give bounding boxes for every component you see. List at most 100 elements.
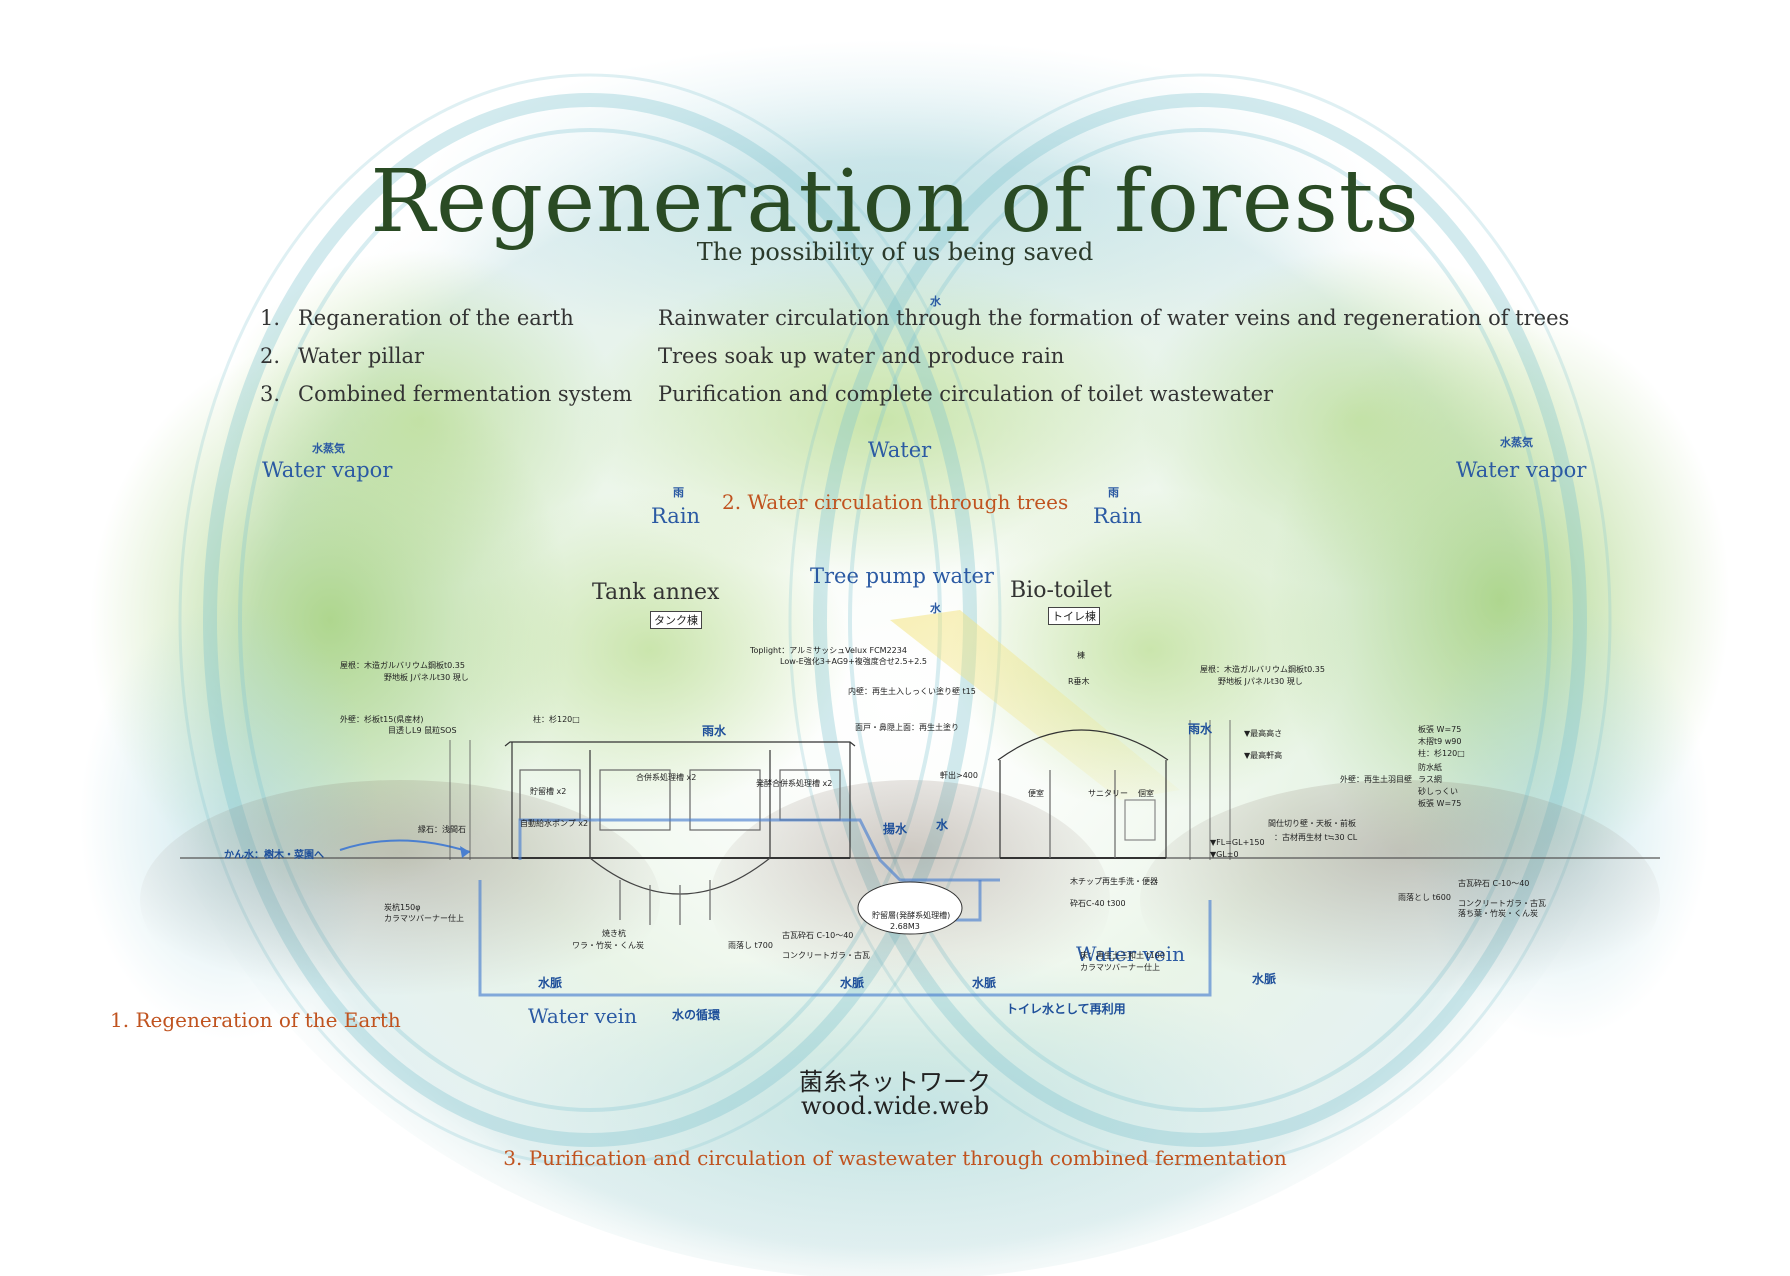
note: 砕石C-40 t300 [1070, 899, 1126, 908]
vapor-right-label: Water vapor [1456, 458, 1587, 482]
note: 焼き杭 [602, 929, 626, 938]
page-title: Regeneration of forests [370, 152, 1420, 252]
bio-toilet-label: Bio-toilet [1010, 578, 1112, 603]
list-item-number: 3. [260, 382, 281, 406]
tree-pump-label: Tree pump water [810, 564, 994, 588]
note: 古瓦砕石 C-10〜40 [782, 931, 854, 940]
note: 落ち葉・竹炭・くん炭 [1458, 909, 1538, 918]
note: 防水紙 [1418, 763, 1442, 772]
note: 屋根：木造ガルバリウム鋼板t0.35 [340, 661, 465, 670]
tree-pump-jp: 水 [930, 602, 941, 615]
water-label: Water [868, 438, 932, 462]
note: 合併系処理槽 x2 [636, 773, 697, 782]
note: ラス網 [1418, 775, 1442, 784]
note: 床：再生土三和土 t100 [1080, 951, 1165, 960]
pump-water-jp: 揚水 [883, 822, 908, 836]
vapor-left-label: Water vapor [262, 458, 393, 482]
purification-label: 3. Purification and circulation of waste… [503, 1146, 1287, 1170]
subtitle-water-jp: 水 [930, 295, 941, 308]
note: 貯留槽 x2 [530, 787, 567, 796]
note: カラマツバーナー仕上 [1080, 963, 1160, 972]
note: 2.68M3 [890, 922, 920, 931]
note: ▼最高高さ [1244, 729, 1283, 738]
note: 内壁：再生土入しっくい塗り壁 t15 [848, 687, 976, 696]
note: 雨落し t700 [728, 941, 773, 950]
circulation-jp: 水の循環 [672, 1008, 721, 1022]
note: 柱：杉120□ [1418, 749, 1465, 758]
note: サニタリー [1088, 789, 1128, 798]
note: ：古材再生材 t≒30 CL [1274, 833, 1358, 842]
vein-jp-4: 水脈 [1252, 972, 1277, 986]
note: ▼最高軒高 [1244, 751, 1283, 760]
note: 自動給水ポンプ x2 [520, 819, 589, 828]
note: カラマツバーナー仕上 [384, 914, 464, 923]
note: 縁石：浅間石 [418, 825, 466, 834]
note: 古瓦砕石 C-10〜40 [1458, 879, 1530, 888]
rain-right-jp: 雨 [1108, 486, 1119, 499]
list-item-desc: Purification and complete circulation of… [658, 382, 1274, 406]
vapor-left-jp: 水蒸気 [312, 442, 345, 455]
rainwater-right-jp: 雨水 [1188, 722, 1213, 736]
note: 棟 [1077, 651, 1085, 660]
reuse-jp: トイレ水として再利用 [1006, 1002, 1126, 1016]
note: 炭杭150φ [384, 903, 421, 912]
list-item-number: 1. [260, 306, 281, 330]
note: Toplight：アルミサッシュVelux FCM2234 [750, 646, 907, 655]
note: 目透しL9 鼠粒SOS [388, 726, 457, 735]
list-item-desc: Trees soak up water and produce rain [658, 344, 1065, 368]
bio-toilet-jp-tag: トイレ棟 [1048, 607, 1100, 625]
note: 個室 [1138, 789, 1154, 798]
vein-jp-1: 水脈 [538, 976, 563, 990]
rain-left-jp: 雨 [673, 486, 684, 499]
note: 板張 W=75 [1418, 799, 1462, 808]
network-jp-label: 菌糸ネットワーク [799, 1068, 991, 1096]
note: 貯留層(発酵系処理槽) [872, 911, 951, 920]
vapor-right-jp: 水蒸気 [1500, 436, 1533, 449]
note: コンクリートガラ・古瓦 [1458, 899, 1546, 908]
note: 雨落とし t600 [1398, 893, 1451, 902]
note: 便室 [1028, 789, 1044, 798]
list-item-number: 2. [260, 344, 281, 368]
network-en-label: wood.wide.web [801, 1092, 989, 1120]
note: R垂木 [1068, 677, 1090, 686]
circulation-trees-label: 2. Water circulation through trees [722, 490, 1069, 514]
note: 野地板 Jパネルt30 現し [1218, 677, 1303, 686]
note: 砂しっくい [1418, 787, 1458, 796]
regeneration-earth-label: 1. Regeneration of the Earth [110, 1008, 401, 1032]
note: 板張 W=75 [1418, 725, 1462, 734]
rain-right-label: Rain [1093, 504, 1143, 528]
rain-left-label: Rain [651, 504, 701, 528]
list-item-name: Water pillar [298, 344, 425, 368]
note: 面戸・鼻隠上面：再生土塗り [855, 723, 959, 732]
vein-jp-2: 水脈 [840, 976, 865, 990]
note: ▼FL=GL+150 [1210, 838, 1265, 847]
tank-annex-jp-tag: タンク棟 [650, 611, 702, 629]
note: 柱：杉120□ [533, 715, 580, 724]
note: 屋根：木造ガルバリウム鋼板t0.35 [1200, 665, 1325, 674]
water-vein-right-label: Water vein [1076, 942, 1185, 966]
water-jp: 水 [936, 818, 949, 832]
water-vein-left-label: Water vein [528, 1004, 637, 1028]
note: 発酵合併系処理槽 x2 [756, 779, 833, 788]
note: コンクリートガラ・古瓦 [782, 951, 870, 960]
note: 野地板 Jパネルt30 現し [384, 673, 469, 682]
list-item-desc: Rainwater circulation through the format… [658, 306, 1570, 330]
vein-jp-3: 水脈 [972, 976, 997, 990]
note: 外壁：杉板t15(県産材) [340, 715, 424, 724]
page-subtitle: The possibility of us being saved [696, 238, 1094, 266]
list-item-name: Reganeration of the earth [298, 306, 574, 330]
list-item-name: Combined fermentation system [298, 382, 633, 406]
tank-annex-label: Tank annex [592, 580, 720, 605]
rainwater-left-jp: 雨水 [702, 724, 727, 738]
note: ▼GL±0 [1210, 850, 1239, 859]
note: ワラ・竹炭・くん炭 [572, 941, 644, 950]
note: 外壁：再生土羽目壁 [1340, 775, 1412, 784]
note: 軒出>400 [940, 771, 978, 780]
note: Low-E強化3+AG9+複強度合せ2.5+2.5 [780, 657, 927, 666]
note: 木摺t9 w90 [1418, 737, 1462, 746]
note: 木チップ再生手洗・便器 [1070, 877, 1158, 886]
note: 間仕切り壁・天板・前板 [1268, 819, 1356, 828]
irrigation-jp: かん水：樹木・菜園へ [224, 850, 324, 861]
